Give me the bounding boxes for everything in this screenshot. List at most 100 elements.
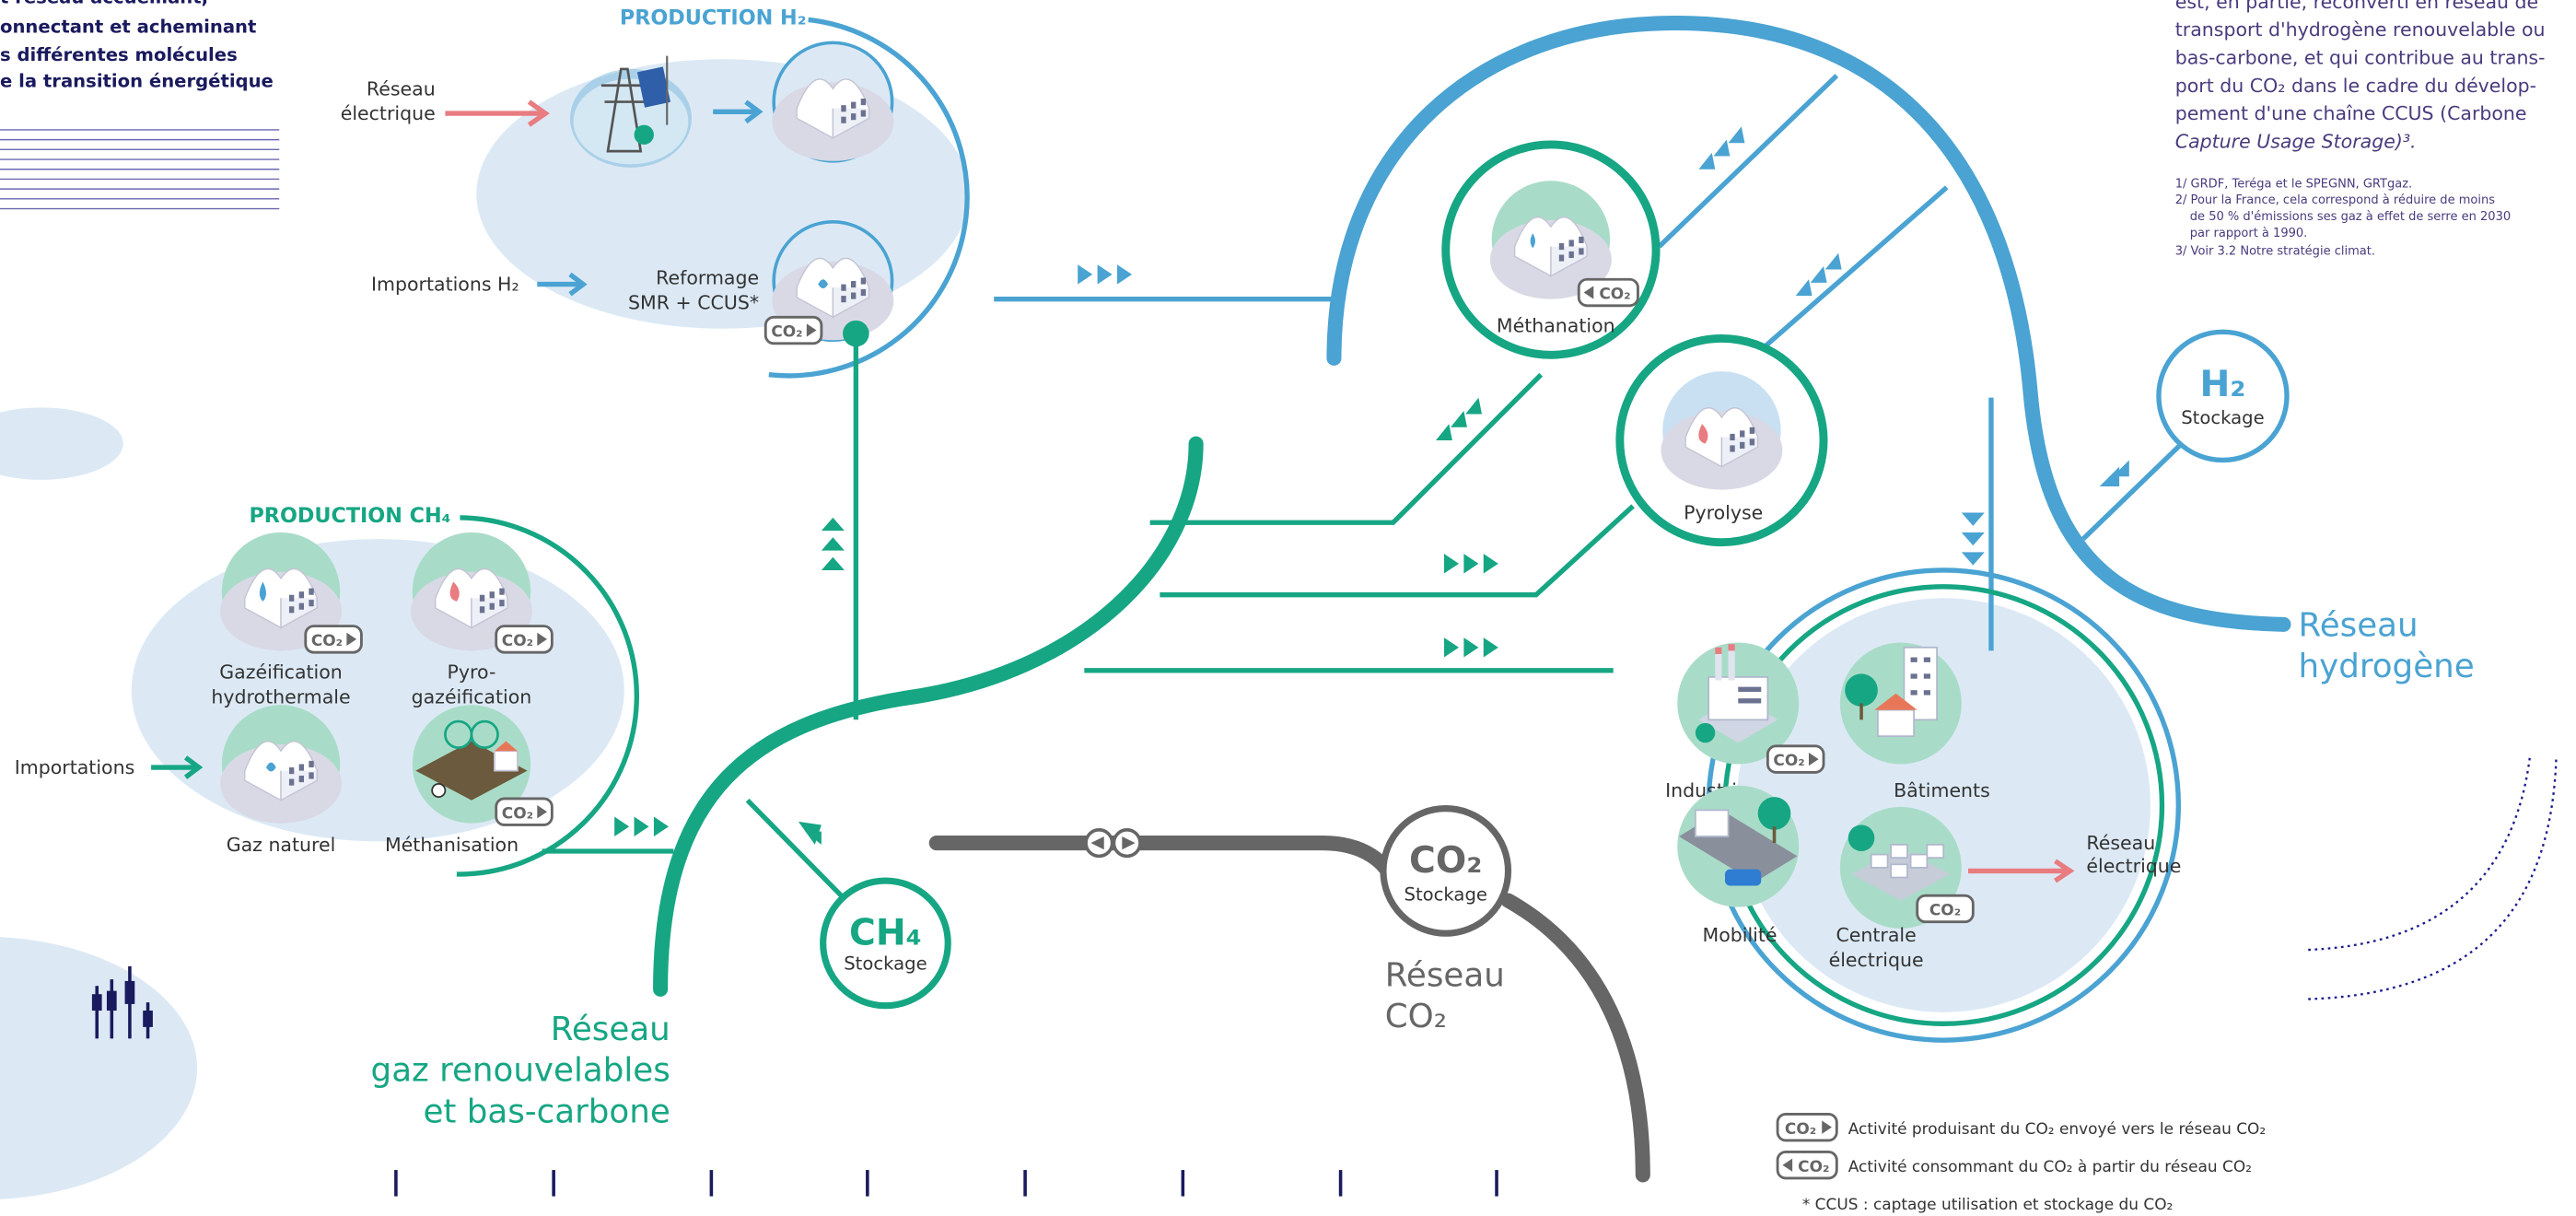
- gazeification-icon: [219, 532, 343, 652]
- footnotes: 1/ GRDF, Teréga et le SPEGNN, GRTgaz. 2/…: [2175, 177, 2511, 258]
- h2-network-main-arc: [1326, 15, 2291, 632]
- svg-text:et bas-carbone: et bas-carbone: [424, 1093, 670, 1130]
- co2-producer-badge: CO₂: [1916, 894, 1975, 924]
- ch4-production-blob: [131, 539, 624, 842]
- mobilite-label: Mobilité: [1703, 924, 1778, 946]
- flow-chevrons-h2-mid: [1795, 252, 1842, 297]
- svg-text:CO₂: CO₂: [502, 631, 533, 649]
- methanation-label: Méthanation: [1497, 314, 1615, 336]
- mobilite-icon: [1677, 785, 1800, 907]
- consumers-circle-fill: [1736, 598, 2151, 1012]
- co2-producer-badge: CO₂: [1766, 744, 1825, 774]
- reformage-connector-dot: [843, 320, 869, 347]
- electricity-pylon-icon: [569, 55, 692, 168]
- svg-text:s différentes molécules: s différentes molécules: [0, 44, 238, 65]
- legend-produces-text: Activité produisant du CO₂ envoyé vers l…: [1848, 1119, 2266, 1138]
- co2-storage-node: [1380, 805, 1512, 937]
- reseau-co2-label: Réseau CO₂: [1385, 956, 1505, 1035]
- svg-text:2/ Pour la France, cela corres: 2/ Pour la France, cela correspond à réd…: [2175, 193, 2495, 207]
- reseau-electrique-arrow: [445, 99, 550, 127]
- ch4-storage-symbol: CH₄: [849, 913, 922, 954]
- co2-consumer-badge: CO₂: [1577, 277, 1639, 308]
- decorative-marks-icon: [91, 965, 153, 1039]
- reformage-building-icon: [771, 220, 895, 343]
- svg-text:CO₂: CO₂: [1929, 901, 1961, 919]
- svg-text:onnectant et acheminant: onnectant et acheminant: [0, 17, 256, 38]
- batiments-label: Bâtiments: [1894, 779, 1990, 801]
- co2-producer-badge: CO₂: [495, 625, 554, 654]
- bottom-ruler-ticks: [394, 1170, 1498, 1197]
- svg-text:port du CO₂ dans le cadre du d: port du CO₂ dans le cadre du dévelop-: [2175, 75, 2536, 97]
- legend-consumer-badge: CO₂: [1776, 1151, 1838, 1180]
- flow-chevrons-methanation: [1436, 397, 1482, 441]
- co2-storage-symbol: CO₂: [1409, 840, 1482, 882]
- svg-text:par rapport à 1990.: par rapport à 1990.: [2190, 227, 2308, 240]
- intro-text: t réseau accueillant, onnectant et achem…: [0, 0, 274, 92]
- svg-text:bas-carbone, et qui contribue: bas-carbone, et qui contribue au trans-: [2175, 47, 2546, 69]
- h2-storage-node: [2156, 329, 2290, 463]
- flow-chevrons-h2-down: [1961, 512, 1985, 566]
- svg-text:1/ GRDF, Teréga et le SPEGNN,: 1/ GRDF, Teréga et le SPEGNN, GRTgaz.: [2175, 177, 2412, 191]
- top-left-cloud: [0, 407, 123, 480]
- methanisation-label: Méthanisation: [385, 834, 519, 856]
- reformage-label: Reformage SMR + CCUS*: [628, 267, 759, 314]
- co2-network-down: [1500, 893, 1650, 1183]
- reseau-hydrogene-label: Réseau hydrogène: [2299, 606, 2475, 685]
- gaz-naturel-icon: [219, 705, 343, 824]
- svg-text:transport d'hydrogène renouvel: transport d'hydrogène renouvelable ou: [2175, 18, 2546, 41]
- svg-text:gazéification: gazéification: [412, 685, 532, 707]
- gazeification-label: Gazéification hydrothermale: [211, 661, 350, 708]
- importations-ch4-arrow: [151, 755, 204, 779]
- co2-producer-badge: CO₂: [763, 315, 823, 345]
- pyrolyse-label: Pyrolyse: [1684, 502, 1763, 524]
- svg-text:Réseau: Réseau: [551, 1011, 670, 1048]
- ch4-storage-label: Stockage: [844, 953, 927, 974]
- reseau-gaz-label: Réseau gaz renouvelables et bas-carbone: [371, 1011, 670, 1130]
- svg-text:CO₂: CO₂: [771, 322, 802, 341]
- svg-text:Réseau: Réseau: [2086, 832, 2155, 854]
- svg-text:SMR + CCUS*: SMR + CCUS*: [628, 291, 759, 313]
- co2-producer-badge: CO₂: [304, 625, 363, 654]
- importations-h2-label: Importations H₂: [371, 274, 519, 296]
- flow-chevrons-ch4-storage: [798, 821, 822, 845]
- flow-chevrons-ch4-prod: [614, 816, 670, 836]
- svg-text:3/ Voir 3.2 Notre stratégie cl: 3/ Voir 3.2 Notre stratégie climat.: [2175, 244, 2375, 258]
- svg-text:CO₂: CO₂: [1599, 285, 1630, 303]
- flow-chevrons-h2-top: [1698, 126, 1745, 170]
- pyrolyse-node: [1615, 334, 1828, 547]
- svg-text:t réseau accueillant,: t réseau accueillant,: [0, 0, 208, 8]
- co2-bidirectional-arrows: [1084, 828, 1142, 859]
- flow-chevrons-consumers: [1443, 637, 1498, 658]
- decorative-dotted-curves: [2308, 755, 2558, 1000]
- importations-ch4-label: Importations: [15, 756, 135, 778]
- centrale-label: Centrale électrique: [1829, 924, 1924, 971]
- co2-network-line: [928, 836, 1401, 892]
- h2-branch-mid: [1761, 185, 1949, 351]
- gas-network-main-arc: [653, 436, 1204, 997]
- methanisation-icon: [412, 705, 531, 824]
- flow-chevrons-h2-storage: [2099, 460, 2129, 487]
- importations-h2-arrow: [537, 272, 588, 297]
- h2-branch-storage: [2081, 438, 2187, 542]
- legend-producer-badge: CO₂: [1776, 1112, 1838, 1142]
- svg-text:Pyro-: Pyro-: [448, 661, 496, 684]
- svg-text:Gazéification: Gazéification: [219, 661, 343, 684]
- h2-storage-symbol: H₂: [2199, 364, 2245, 405]
- reseau-electrique-out-arrow: [1967, 859, 2075, 883]
- svg-text:Capture Usage Storage)³.: Capture Usage Storage)³.: [2175, 131, 2417, 153]
- svg-text:Centrale: Centrale: [1836, 924, 1916, 946]
- svg-text:Réseau: Réseau: [2299, 606, 2419, 644]
- reseau-electrique-label: Réseau électrique: [341, 77, 436, 124]
- flow-chevrons-h2: [1078, 264, 1133, 285]
- electrolyser-building-icon: [771, 41, 895, 163]
- svg-text:électrique: électrique: [1829, 949, 1924, 971]
- svg-text:de 50 % d'émissions ses gaz à: de 50 % d'émissions ses gaz à effet de s…: [2190, 210, 2511, 224]
- svg-text:électrique: électrique: [2086, 855, 2181, 877]
- flow-chevrons-pyrolyse: [1443, 554, 1498, 574]
- svg-text:gaz renouvelables: gaz renouvelables: [371, 1052, 670, 1090]
- svg-text:CO₂: CO₂: [1385, 998, 1447, 1035]
- legend-ccus-note: * CCUS : captage utilisation et stockage…: [1802, 1195, 2174, 1213]
- ch4-production-arc: [456, 515, 639, 877]
- side-paragraph: est, en partie, reconverti en réseau de …: [2175, 0, 2546, 153]
